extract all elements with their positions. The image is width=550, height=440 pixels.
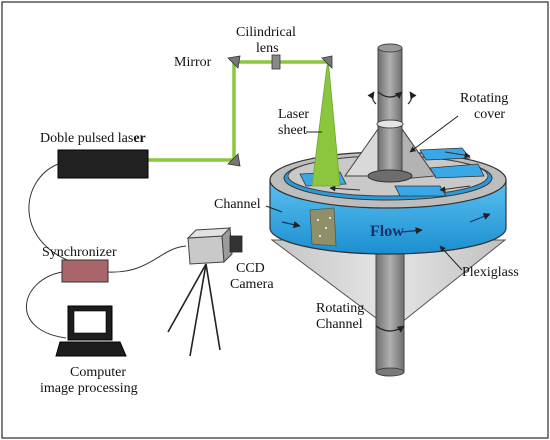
label-synchronizer: Synchronizer (42, 245, 117, 260)
shaft-rotation-arrow-top (377, 91, 403, 99)
cover-arrow-3 (444, 151, 471, 159)
leader-channel (265, 205, 283, 213)
label-laser-prefix: Doble pulsed las (40, 131, 133, 146)
mirror-bottom (227, 153, 241, 167)
label-flow: Flow (370, 223, 404, 240)
laser-beam (148, 60, 328, 162)
shaft-top-end (377, 43, 403, 53)
seed-particle (325, 227, 327, 229)
label-channel: Channel (214, 197, 261, 212)
tripod-leg (189, 263, 207, 357)
shaft-rotation-arrow-bottom (375, 325, 405, 333)
computer-keyboard (55, 341, 127, 357)
shaft-base-ring (367, 169, 413, 183)
measurement-zone (309, 207, 337, 247)
shaft-upper (377, 47, 403, 177)
label-mirror: Mirror (174, 55, 212, 70)
cable-sync-camera (107, 245, 187, 273)
label-rotating-channel-1: Rotating (316, 301, 364, 316)
cable-sync-computer (25, 271, 67, 339)
laser-sheet (311, 57, 341, 187)
flow-arrow-right (469, 213, 491, 223)
label-rotating-cover-2: cover (474, 107, 505, 122)
cylindrical-lens (271, 54, 281, 70)
cover-arrow-2 (329, 185, 361, 192)
cover-rotation-arrow-left (367, 91, 377, 105)
tripod-leg (205, 263, 221, 351)
flow-arrow-main (401, 227, 423, 235)
label-laser-sheet-2: sheet (278, 123, 307, 138)
label-ccd-1: CCD (236, 261, 265, 276)
synchronizer-box (61, 259, 109, 283)
label-rotating-cover-1: Rotating (460, 91, 508, 106)
label-laser-sheet-1: Laser (278, 107, 309, 122)
label-computer-1: Computer (70, 365, 126, 380)
label-cylindrical-lens-1: Cilindrical (236, 25, 296, 40)
shaft-collar (376, 119, 404, 129)
mirror-right (321, 55, 333, 69)
label-laser: Doble pulsed laser (40, 131, 146, 146)
flow-arrow-left (281, 221, 301, 229)
cover-arrow-1 (439, 185, 471, 193)
leader-plexiglass (439, 245, 463, 271)
tripod-leg (167, 263, 207, 333)
seed-particle (319, 235, 321, 237)
label-cylindrical-lens-2: lens (256, 41, 279, 56)
cover-window-front (394, 185, 447, 197)
laser-box (57, 149, 149, 179)
leader-rotating-cover (409, 115, 459, 153)
shaft-bottom-end (375, 367, 405, 377)
label-laser-suffix: er (133, 131, 145, 146)
mirror-top (227, 55, 241, 69)
camera-lens (229, 235, 243, 253)
label-plexiglass: Plexiglass (462, 265, 519, 280)
shaft-lower (375, 239, 405, 373)
label-computer-2: image processing (40, 381, 138, 396)
label-ccd-2: Camera (230, 277, 274, 292)
seed-particle (317, 219, 319, 221)
computer-screen (73, 310, 107, 334)
camera-body (187, 235, 225, 265)
cover-window-back (419, 147, 471, 161)
seed-particle (329, 217, 331, 219)
cover-rotation-arrow-right (407, 91, 417, 105)
label-rotating-channel-2: Channel (316, 317, 363, 332)
camera-side (221, 226, 233, 264)
cable-laser-sync (28, 163, 73, 263)
